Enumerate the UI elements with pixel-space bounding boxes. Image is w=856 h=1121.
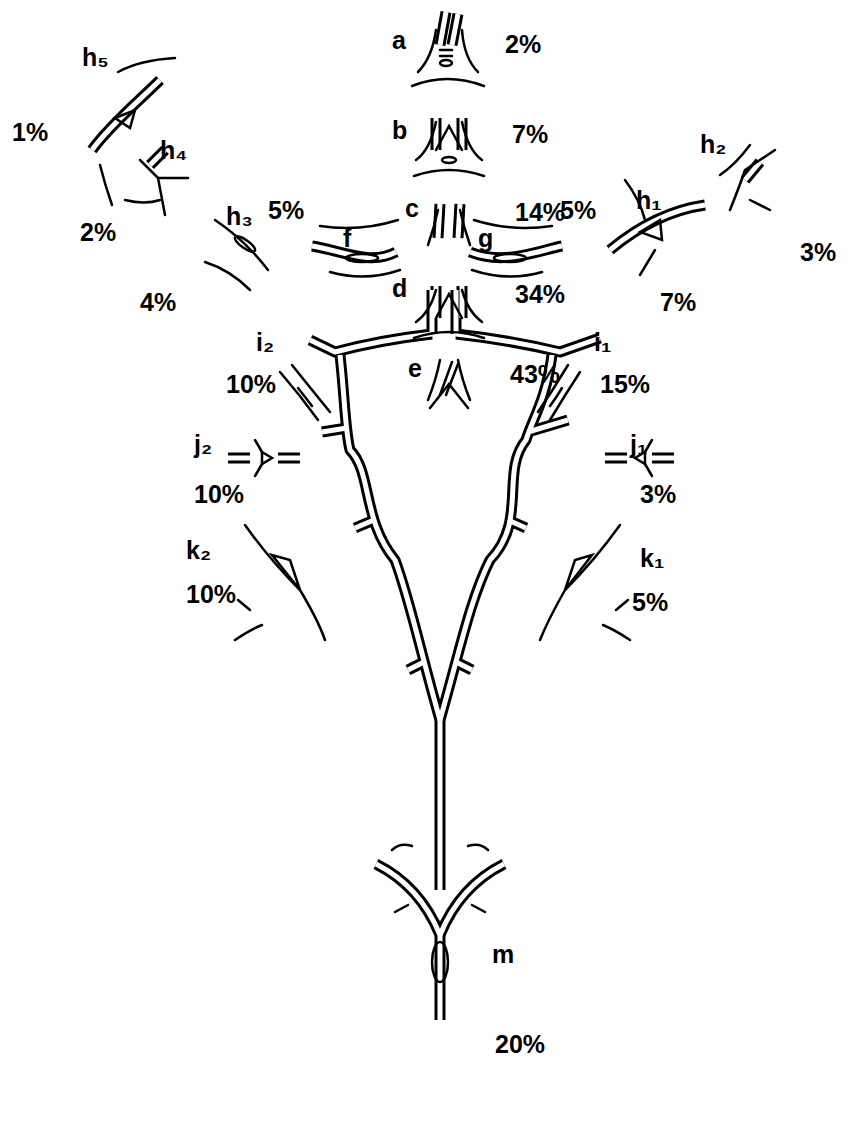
percentage-label: 3% (640, 482, 676, 507)
percentage-label: 20% (495, 1032, 545, 1057)
percentage-label: 10% (194, 482, 244, 507)
percentage-label: 5% (560, 198, 596, 223)
variant-letter: m (492, 942, 514, 967)
percentage-label: 7% (660, 290, 696, 315)
percentage-label: 2% (80, 220, 116, 245)
variant-letter: d (392, 276, 407, 301)
variant-letter: e (408, 356, 422, 381)
percentage-label: 15% (600, 372, 650, 397)
percentage-label: 10% (226, 372, 276, 397)
percentage-label: 34% (515, 282, 565, 307)
percentage-label: 10% (186, 582, 236, 607)
variant-letter: a (392, 28, 406, 53)
percentage-label: 3% (800, 240, 836, 265)
percentage-label: 1% (12, 120, 48, 145)
variant-letter: h₃ (226, 204, 253, 229)
percentage-label: 5% (268, 198, 304, 223)
variant-letter: h₂ (700, 132, 726, 157)
variant-letter: c (405, 196, 419, 221)
percentage-label: 14% (515, 200, 565, 225)
variant-letter: i₂ (256, 330, 274, 355)
variant-letter: h₁ (636, 188, 662, 213)
variant-letter: b (392, 118, 407, 143)
percentage-label: 43% (510, 362, 560, 387)
variant-letter: h₅ (82, 45, 109, 70)
percentage-label: 5% (632, 590, 668, 615)
variant-letter: k₂ (186, 538, 211, 563)
variant-letter: g (478, 226, 493, 251)
variant-letter: j₁ (630, 432, 647, 457)
percentage-label: 4% (140, 290, 176, 315)
variant-letter: k₁ (640, 546, 664, 571)
variant-letter: h₄ (160, 138, 187, 163)
percentage-label: 7% (512, 122, 548, 147)
variant-letter: f (343, 226, 351, 251)
percentage-label: 2% (505, 32, 541, 57)
variant-letter: j₂ (194, 432, 212, 457)
variant-letter: i₁ (594, 330, 611, 355)
